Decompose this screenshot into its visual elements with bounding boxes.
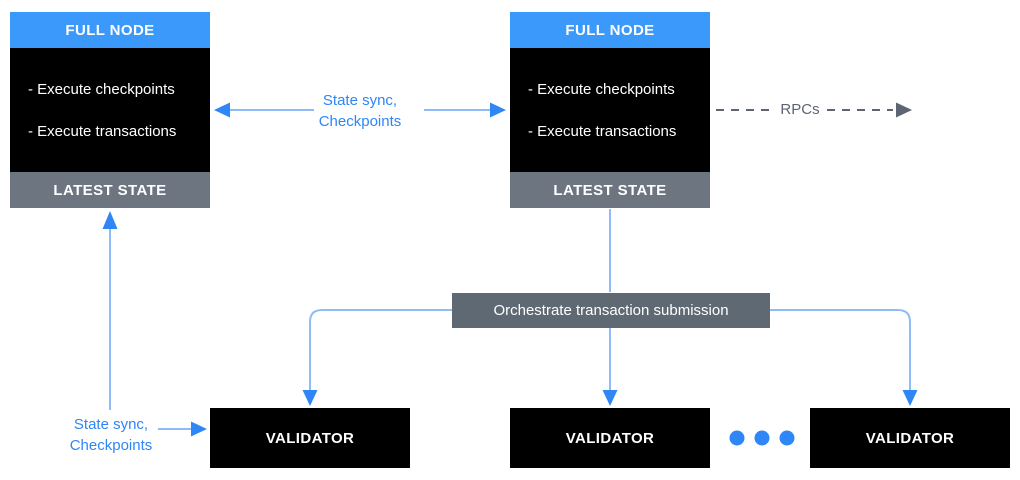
bidirectional-state-sync-arrow: [214, 102, 506, 118]
rpcs-label: RPCs: [780, 101, 820, 118]
arrowhead-down-middle-icon: [602, 390, 618, 406]
state-sync-right-arrow: [158, 421, 207, 437]
full-node-right-item-1: - Execute checkpoints: [528, 80, 675, 98]
arrowhead-rpcs-icon: [896, 102, 912, 118]
state-sync-bottom-label: State sync, Checkpoints: [41, 414, 181, 456]
full-node-left-item-2: - Execute transactions: [28, 122, 177, 140]
full-node-left-body: - Execute checkpoints - Execute transact…: [10, 48, 210, 172]
ellipsis-dots-icon: [729, 430, 795, 446]
full-node-right-latest-state: LATEST STATE: [510, 172, 710, 208]
state-sync-mid-label-line1: State sync,: [322, 92, 398, 109]
validator-2: VALIDATOR: [510, 408, 710, 468]
full-node-left-title: FULL NODE: [10, 12, 210, 48]
arrowhead-right-icon: [490, 102, 506, 118]
state-sync-up-arrow: [102, 211, 118, 410]
state-sync-bottom-label-line1: State sync,: [73, 416, 149, 433]
arrowhead-left-icon: [214, 102, 230, 118]
state-sync-mid-label: State sync, Checkpoints: [280, 90, 440, 132]
state-sync-mid-label-line2: Checkpoints: [318, 113, 402, 130]
state-sync-bottom-label-line2: Checkpoints: [69, 437, 153, 454]
full-node-left-item-1: - Execute checkpoints: [28, 80, 175, 98]
arrowhead-down-left-icon: [302, 390, 318, 406]
validator-1: VALIDATOR: [210, 408, 410, 468]
full-node-left: FULL NODE - Execute checkpoints - Execut…: [10, 12, 210, 208]
orchestrate-middle-branch: [602, 328, 618, 406]
arrowhead-right-small-icon: [191, 421, 207, 437]
arrowhead-up-icon: [102, 211, 118, 229]
full-node-left-latest-state: LATEST STATE: [10, 172, 210, 208]
orchestrate-left-branch: [302, 309, 452, 406]
full-node-right-item-2: - Execute transactions: [528, 122, 677, 140]
orchestrate-box: Orchestrate transaction submission: [452, 293, 770, 328]
validator-3: VALIDATOR: [810, 408, 1010, 468]
full-node-right-body: - Execute checkpoints - Execute transact…: [510, 48, 710, 172]
full-node-right-title: FULL NODE: [510, 12, 710, 48]
orchestrate-right-branch: [770, 309, 918, 406]
full-node-right: FULL NODE - Execute checkpoints - Execut…: [510, 12, 710, 208]
arrowhead-down-right-icon: [902, 390, 918, 406]
rpcs-dashed-arrow: [716, 102, 912, 118]
